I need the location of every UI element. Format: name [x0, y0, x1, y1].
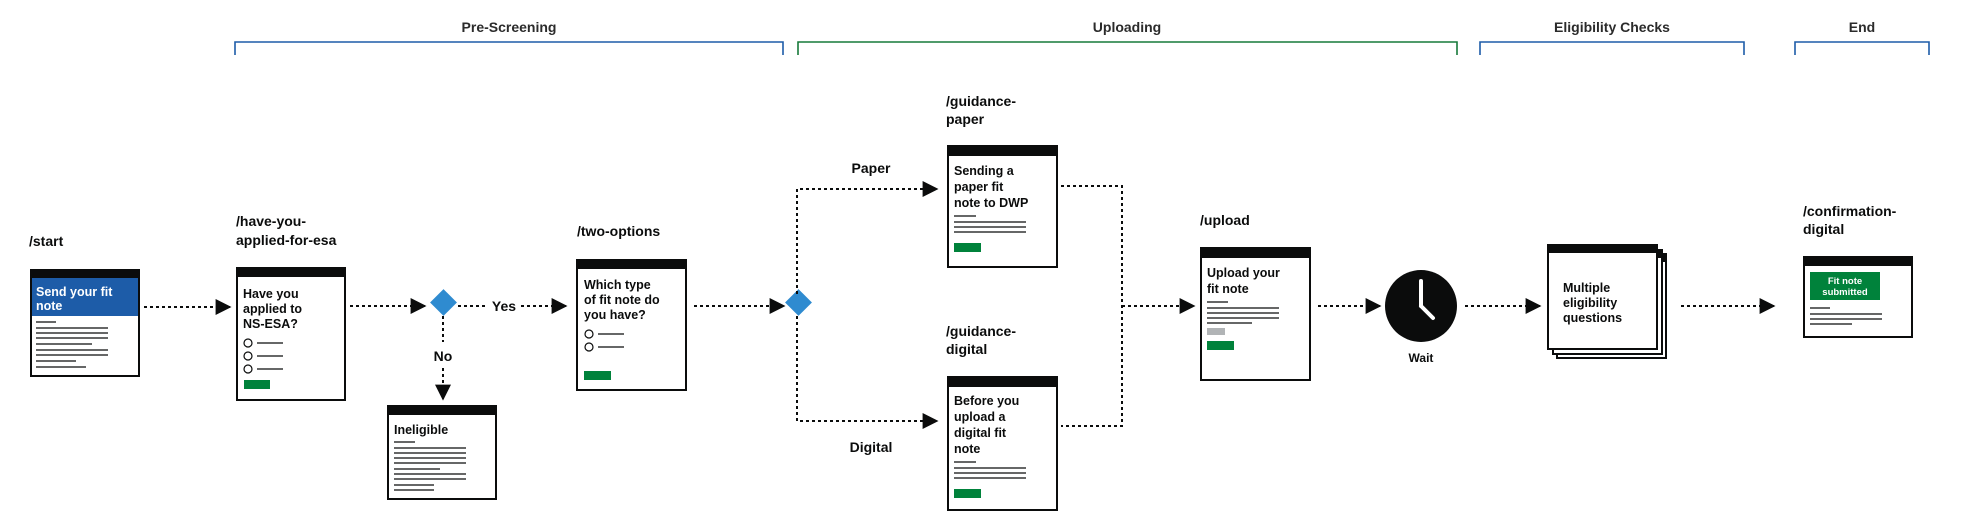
- page-heading: digital fit: [954, 426, 1007, 440]
- phase-label: Uploading: [1093, 19, 1161, 35]
- page-header-bar: [948, 146, 1057, 156]
- page-header-bar: [1804, 257, 1912, 266]
- confirmation-text: Fit note: [1828, 276, 1862, 287]
- page-header-bar: [1548, 245, 1657, 253]
- page-upload[interactable]: /upload Upload your fit note: [1200, 212, 1311, 381]
- page-heading: note: [36, 299, 62, 313]
- page-frame: [1547, 244, 1658, 350]
- page-heading: of fit note do: [584, 293, 660, 307]
- route-label: /upload: [1200, 212, 1250, 228]
- page-heading: Ineligible: [394, 423, 448, 437]
- route-label: paper: [946, 111, 985, 127]
- page-ineligible[interactable]: Ineligible: [387, 405, 497, 500]
- route-label: digital: [946, 341, 987, 357]
- route-label: /confirmation-: [1803, 203, 1897, 219]
- page-heading: applied to: [243, 302, 302, 316]
- route-label: /guidance-: [946, 323, 1016, 339]
- route-label: digital: [1803, 221, 1844, 237]
- page-heading: you have?: [584, 308, 646, 322]
- decision-diamond: [430, 289, 457, 316]
- page-heading: questions: [1563, 311, 1622, 325]
- phase-bracket: [234, 41, 784, 55]
- page-eligibility-questions[interactable]: Multiple eligibility questions: [1547, 244, 1667, 359]
- page-header-bar: [577, 260, 686, 269]
- page-header-bar: [237, 268, 345, 277]
- decision-diamond: [785, 289, 812, 316]
- page-header-bar: [1201, 248, 1310, 258]
- page-heading: eligibility: [1563, 296, 1617, 310]
- phase-label: End: [1849, 19, 1875, 35]
- confirmation-panel: [1810, 272, 1880, 300]
- page-heading: NS-ESA?: [243, 317, 298, 331]
- continue-button: [954, 489, 981, 498]
- flow-arrow: [796, 316, 939, 429]
- phase-uploading: Uploading: [797, 19, 1458, 55]
- page-heading: Have you: [243, 287, 299, 301]
- clock-icon: [1385, 270, 1457, 342]
- page-heading: upload a: [954, 410, 1006, 424]
- page-heading: note to DWP: [954, 196, 1028, 210]
- page-header-bar: [388, 406, 496, 415]
- page-start[interactable]: /start Send your fit note: [29, 233, 140, 377]
- page-heading: note: [954, 442, 980, 456]
- page-frame: [576, 259, 687, 391]
- route-label: /start: [29, 233, 64, 249]
- continue-button: [244, 380, 270, 389]
- page-heading: Before you: [954, 394, 1019, 408]
- flow-arrow: [796, 181, 939, 294]
- start-banner: [32, 278, 138, 316]
- page-heading: Send your fit: [36, 285, 113, 299]
- body-text-lines: [36, 321, 108, 368]
- branch-label-no: No: [434, 348, 453, 364]
- page-heading: Sending a: [954, 164, 1015, 178]
- page-guidance-paper[interactable]: /guidance- paper Sending a paper fit not…: [946, 93, 1058, 268]
- body-text-lines: [954, 461, 1026, 479]
- wait-label: Wait: [1409, 351, 1434, 365]
- phase-pre-screening: Pre-Screening: [234, 19, 784, 55]
- route-label: /guidance-: [946, 93, 1016, 109]
- route-label: applied-for-esa: [236, 232, 337, 248]
- flow-arrow: [1061, 185, 1123, 427]
- page-frame: [947, 376, 1058, 511]
- page-header-bar: [31, 270, 139, 278]
- phase-label: Eligibility Checks: [1554, 19, 1670, 35]
- radio-options: [243, 338, 283, 374]
- page-two-options[interactable]: /two-options Which type of fit note do y…: [576, 223, 687, 391]
- page-frame: [1200, 247, 1311, 381]
- page-confirmation-digital[interactable]: /confirmation- digital Fit note submitte…: [1803, 203, 1913, 338]
- route-label: /have-you-: [236, 213, 306, 229]
- body-text-lines: [954, 215, 1026, 233]
- phase-eligibility-checks: Eligibility Checks: [1479, 19, 1745, 55]
- phase-bracket: [797, 41, 1458, 55]
- phase-end: End: [1794, 19, 1930, 55]
- page-heading: Which type: [584, 278, 651, 292]
- continue-button: [954, 243, 981, 252]
- page-heading: Multiple: [1563, 281, 1610, 295]
- branch-label-paper: Paper: [852, 160, 891, 176]
- page-have-you-applied-for-esa[interactable]: /have-you- applied-for-esa Have you appl…: [236, 213, 346, 401]
- confirmation-text: submitted: [1822, 287, 1868, 298]
- page-frame: [236, 267, 346, 401]
- branch-label-digital: Digital: [850, 439, 893, 455]
- phase-label: Pre-Screening: [462, 19, 557, 35]
- body-text-lines: [394, 441, 466, 491]
- continue-button: [1207, 341, 1234, 350]
- body-text-lines: [1810, 307, 1882, 325]
- branch-label-yes: Yes: [492, 298, 516, 314]
- page-guidance-digital[interactable]: /guidance- digital Before you upload a d…: [946, 323, 1058, 511]
- page-header-bar: [948, 377, 1057, 387]
- page-heading: fit note: [1207, 282, 1249, 296]
- phase-bracket: [1794, 41, 1930, 55]
- page-heading: paper fit: [954, 180, 1004, 194]
- page-heading: Upload your: [1207, 266, 1280, 280]
- file-input: [1207, 328, 1225, 335]
- route-label: /two-options: [577, 223, 660, 239]
- radio-options: [584, 329, 624, 352]
- body-text-lines: [1207, 301, 1279, 324]
- phase-bracket: [1479, 41, 1745, 55]
- continue-button: [584, 371, 611, 380]
